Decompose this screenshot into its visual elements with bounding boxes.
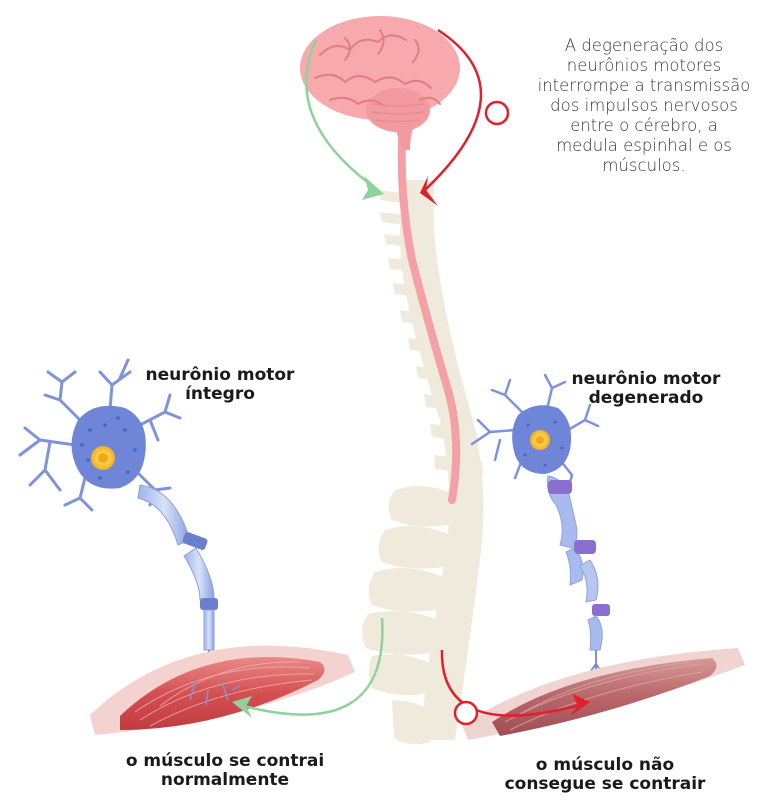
description-line: dos impulsos nervosos [520,96,768,116]
blocked-signal-marker [486,102,508,124]
weakened-muscle-label: o músculo não consegue se contrair [480,756,730,794]
healthy-neuron [20,360,232,695]
degenerated-neuron [472,375,618,694]
healthy-muscle [90,646,355,735]
degenerated-neuron-label: neurônio motor degenerado [546,370,746,408]
description-line: A degeneração dos [520,36,768,56]
description-line: neurônios motores [520,56,768,76]
description-line: músculos. [520,156,768,176]
weakened-muscle [462,648,745,740]
description-line: entre o cérebro, a [520,116,768,136]
brain [300,16,460,150]
healthy-neuron-label: neurônio motor íntegro [120,366,320,404]
healthy-muscle-label: o músculo se contrai normalmente [100,752,350,790]
description-line: interrompe a transmissão [520,76,768,96]
description-line: medula espinhal e os [520,136,768,156]
blocked-muscle-marker [455,702,477,724]
description-text: A degeneração dos neurônios motores inte… [520,36,768,176]
